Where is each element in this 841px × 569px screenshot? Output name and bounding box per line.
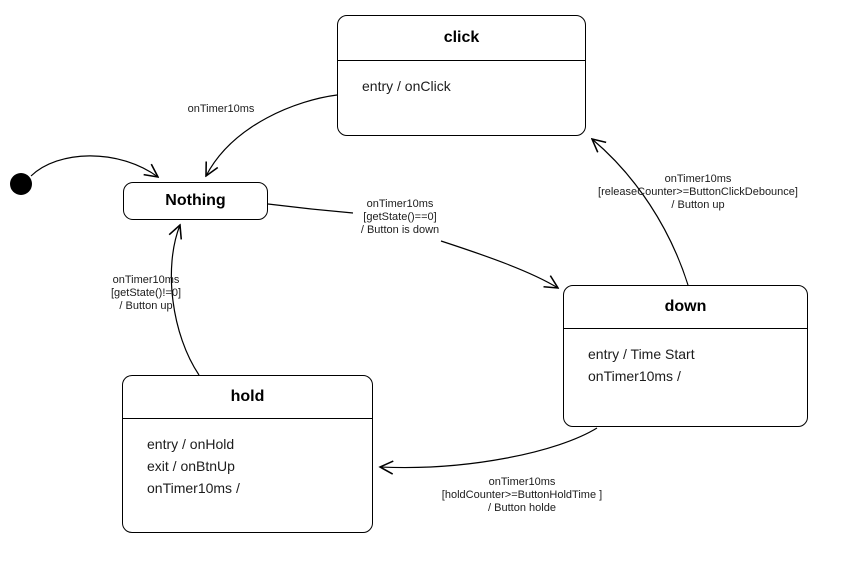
state-down[interactable]: down entry / Time Start onTimer10ms / — [563, 285, 808, 427]
state-nothing[interactable]: Nothing — [123, 182, 268, 220]
transition-label-nothing-to-down: onTimer10ms [getState()==0] / Button is … — [320, 198, 480, 237]
state-hold[interactable]: hold entry / onHold exit / onBtnUp onTim… — [122, 375, 373, 533]
edge-hold-to-nothing — [171, 225, 200, 376]
edge-nothing-to-down-segment-2 — [440, 240, 558, 288]
state-action: entry / Time Start — [588, 346, 695, 362]
transition-action: / Button up — [671, 199, 725, 211]
state-hold-actions: entry / onHold exit / onBtnUp onTimer10m… — [123, 419, 372, 499]
state-action: exit / onBtnUp — [147, 458, 235, 474]
state-action: onTimer10ms / — [147, 480, 240, 496]
edge-down-to-hold — [380, 427, 598, 468]
state-down-actions: entry / Time Start onTimer10ms / — [564, 329, 807, 387]
transition-event: onTimer10ms — [112, 274, 180, 286]
transition-guard: [releaseCounter>=ButtonClickDebounce] — [598, 186, 798, 198]
transition-label-click-to-nothing: onTimer10ms — [146, 103, 296, 116]
state-action: entry / onHold — [147, 436, 235, 452]
edge-click-to-nothing — [206, 94, 338, 176]
transition-action: / Button is down — [360, 224, 440, 236]
transition-label-down-to-click: onTimer10ms [releaseCounter>=ButtonClick… — [578, 173, 818, 212]
transition-event: onTimer10ms — [187, 103, 255, 115]
state-click[interactable]: click entry / onClick — [337, 15, 586, 136]
transition-action: / Button holde — [488, 502, 556, 514]
state-hold-title: hold — [123, 376, 372, 419]
transition-guard: [getState()==0] — [363, 211, 437, 223]
initial-state-dot — [10, 173, 32, 195]
transition-label-down-to-hold: onTimer10ms [holdCounter>=ButtonHoldTime… — [412, 476, 632, 515]
transition-event: onTimer10ms — [488, 476, 556, 488]
transition-guard: [holdCounter>=ButtonHoldTime ] — [441, 489, 603, 501]
transition-label-hold-to-nothing: onTimer10ms [getState()!=0] / Button up — [71, 274, 221, 313]
transition-event: onTimer10ms — [366, 198, 434, 210]
transition-event: onTimer10ms — [664, 173, 732, 185]
state-action: entry / onClick — [362, 78, 451, 94]
edge-down-to-click — [592, 139, 689, 286]
state-click-title: click — [338, 16, 585, 61]
state-nothing-title: Nothing — [165, 192, 226, 209]
transition-guard: [getState()!=0] — [110, 287, 181, 299]
state-click-actions: entry / onClick — [338, 61, 585, 97]
edge-nothing-to-down-segment-1 — [267, 203, 354, 214]
edge-initial-to-nothing — [30, 155, 158, 177]
state-down-title: down — [564, 286, 807, 329]
state-action: onTimer10ms / — [588, 368, 681, 384]
transition-action: / Button up — [119, 300, 173, 312]
